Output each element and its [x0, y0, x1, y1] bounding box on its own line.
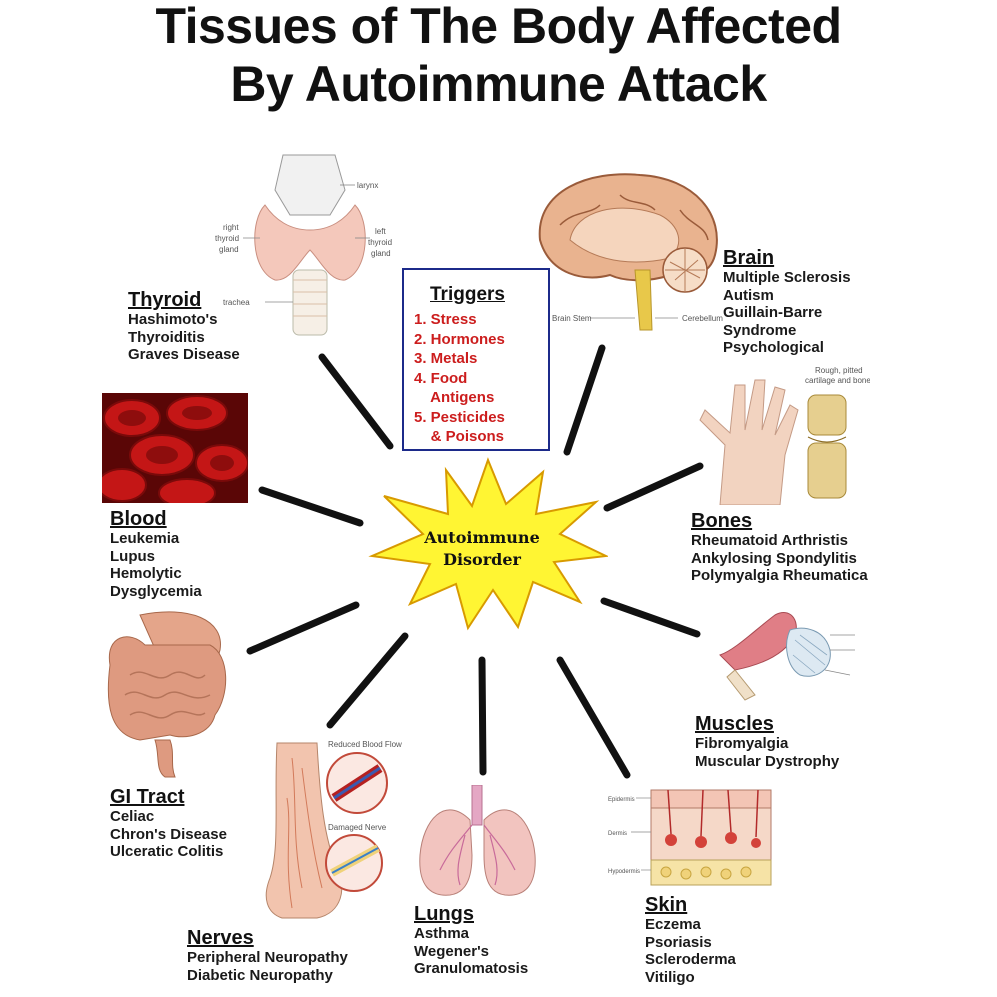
trigger-item: 4. Food: [414, 369, 468, 387]
label-larynx: larynx: [357, 181, 378, 190]
page-title-line2: By Autoimmune Attack: [230, 56, 767, 112]
heading-bones: Bones: [691, 510, 753, 532]
list-item: Multiple Sclerosis: [723, 269, 851, 286]
label-hypodermis: Hypodermis: [608, 869, 640, 875]
list-item: Lupus: [110, 547, 155, 565]
list-item: Syndrome: [723, 321, 797, 339]
list-item: Scleroderma: [645, 951, 736, 968]
label-trachea: trachea: [223, 298, 250, 307]
label-cerebellum: Cerebellum: [682, 314, 723, 323]
list-item: Celiac: [110, 808, 155, 825]
list-item: Ulceratic Colitis: [110, 843, 224, 860]
spoke-blood: [258, 486, 364, 527]
list-item: Fibromyalgia: [695, 735, 789, 752]
heading-gi-tract: GI Tract: [110, 786, 185, 808]
heading-blood: Blood: [110, 508, 167, 530]
label-brain-stem: Brain Stem: [552, 314, 592, 323]
trigger-item: 2. Hormones: [414, 330, 505, 348]
spoke-muscles: [600, 597, 701, 638]
group-thyroid: Thyroid Hashimoto's Thyroiditis Graves D…: [128, 289, 240, 364]
list-item: Graves Disease: [128, 346, 240, 363]
list-item: Guillain-Barre: [723, 304, 823, 321]
heading-thyroid: Thyroid: [128, 289, 202, 311]
center-label: Autoimmune Disorder: [412, 527, 552, 571]
label-dermis: Dermis: [608, 831, 627, 837]
list-item: Peripheral Neuropathy: [187, 949, 348, 966]
label-reduced-blood-flow: Reduced Blood Flow: [328, 740, 402, 749]
spoke-skin: [556, 656, 631, 779]
list-item: Thyroiditis: [128, 328, 205, 346]
center-label-line2: Disorder: [443, 550, 521, 569]
label-left: left: [375, 227, 386, 236]
spoke-bones: [603, 462, 704, 512]
list-item: Hashimoto's: [128, 311, 218, 328]
group-gi-tract: GI Tract Celiac Chron's Disease Ulcerati…: [110, 786, 227, 861]
label-damaged-nerve: Damaged Nerve: [328, 823, 387, 832]
spoke-gi: [246, 601, 360, 655]
center-label-line1: Autoimmune: [424, 528, 540, 547]
list-item: Dysglycemia: [110, 582, 202, 600]
heading-muscles: Muscles: [695, 713, 774, 735]
label-thyroid-left: thyroid: [368, 238, 392, 247]
brain-illustration: Brain Stem Cerebellum: [538, 173, 723, 331]
trigger-item: 3. Metals: [414, 350, 478, 367]
trigger-item: Antigens: [414, 389, 495, 406]
label-gland-left: gland: [371, 249, 391, 258]
list-item: Eczema: [645, 916, 701, 933]
lungs-illustration: [419, 785, 536, 896]
group-lungs: Lungs Asthma Wegener's Granulomatosis: [414, 903, 528, 978]
list-item: Wegener's: [414, 942, 489, 960]
bones-illustration: Rough, pitted cartilage and bone: [699, 366, 870, 505]
list-item: Chron's Disease: [110, 825, 227, 843]
list-item: Diabetic Neuropathy: [187, 966, 333, 984]
blood-cells-illustration: [102, 393, 248, 503]
trigger-item: & Poisons: [414, 428, 505, 445]
label-right: right: [223, 223, 239, 232]
group-blood: Blood Leukemia Lupus Hemolytic Dysglycem…: [110, 508, 202, 600]
list-item: Vitiligo: [645, 968, 695, 986]
triggers-box: Triggers 1. Stress 2. Hormones 3. Metals…: [402, 268, 550, 451]
trigger-item: 5. Pesticides: [414, 408, 505, 426]
label-epidermis: Epidermis: [608, 797, 635, 803]
triggers-heading: Triggers: [430, 284, 505, 305]
list-item: Asthma: [414, 925, 470, 942]
list-item: Psoriasis: [645, 933, 712, 951]
trigger-item: 1. Stress: [414, 311, 477, 328]
list-item: Ankylosing Spondylitis: [691, 549, 857, 567]
spoke-thyroid: [318, 353, 394, 450]
list-item: Rheumatoid Arthristis: [691, 532, 848, 549]
spoke-nerves: [326, 632, 409, 729]
list-item: Muscular Dystrophy: [695, 752, 840, 770]
gi-tract-illustration: [107, 611, 227, 778]
label-bones-1: Rough, pitted: [815, 366, 863, 375]
heading-brain: Brain: [723, 247, 775, 269]
thyroid-illustration: larynx right thyroid gland left thyroid …: [215, 154, 392, 336]
list-item: Hemolytic: [110, 565, 182, 582]
list-item: Psychological: [723, 339, 824, 356]
label-gland-right: gland: [219, 245, 239, 254]
muscles-illustration: [719, 612, 855, 701]
group-skin: Skin Eczema Psoriasis Scleroderma Vitili…: [645, 894, 736, 986]
list-item: Polymyalgia Rheumatica: [691, 567, 868, 584]
heading-nerves: Nerves: [187, 927, 254, 949]
heading-skin: Skin: [645, 894, 688, 916]
spoke-lungs: [478, 656, 487, 776]
star-shape: [368, 457, 608, 631]
heading-lungs: Lungs: [414, 903, 474, 925]
list-item: Leukemia: [110, 530, 180, 547]
nerves-foot-illustration: Reduced Blood Flow Damaged Nerve: [265, 740, 402, 919]
skin-illustration: Epidermis Dermis Hypodermis: [608, 789, 772, 886]
autoimmune-star: [368, 457, 608, 631]
list-item: Granulomatosis: [414, 960, 529, 977]
label-thyroid-right: thyroid: [215, 234, 239, 243]
group-muscles: Muscles Fibromyalgia Muscular Dystrophy: [695, 713, 839, 770]
page-title-line1: Tissues of The Body Affected: [155, 0, 842, 54]
group-brain: Brain Multiple Sclerosis Autism Guillain…: [723, 247, 851, 357]
list-item: Autism: [723, 286, 774, 304]
spoke-brain: [563, 344, 606, 456]
label-bones-2: cartilage and bone: [805, 376, 870, 385]
group-bones: Bones Rheumatoid Arthristis Ankylosing S…: [691, 510, 868, 585]
group-nerves: Nerves Peripheral Neuropathy Diabetic Ne…: [187, 927, 348, 984]
